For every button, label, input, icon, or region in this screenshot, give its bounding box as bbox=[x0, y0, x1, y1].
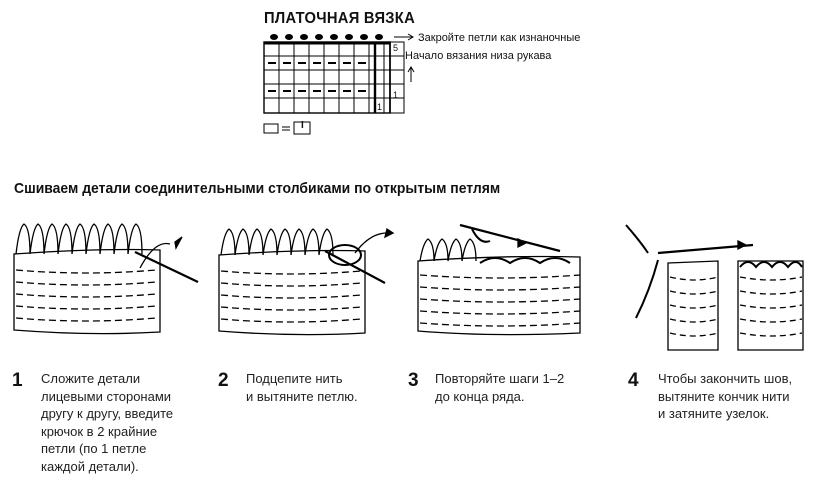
chart-title: ПЛАТОЧНАЯ ВЯЗКА bbox=[264, 10, 415, 27]
step-2-illustration bbox=[218, 227, 395, 336]
step-4-illustration bbox=[625, 224, 804, 351]
purl-symbols bbox=[268, 62, 366, 92]
bind-off-dots bbox=[270, 34, 383, 40]
step-4-text: Чтобы закончить шов, вытяните кончик нит… bbox=[658, 371, 793, 421]
row-label-5: 5 bbox=[393, 43, 399, 53]
start-note: Начало вязания низа рукава bbox=[405, 50, 552, 62]
chart-arrows bbox=[394, 33, 415, 82]
chart-legend bbox=[263, 121, 311, 135]
bind-off-note: Закройте петли как изнаночные bbox=[418, 32, 581, 44]
chart-grid bbox=[263, 41, 405, 114]
garter-stitch-chart bbox=[263, 33, 415, 135]
step-3-number: 3 bbox=[408, 370, 419, 391]
step-3-text: Повторяйте шаги 1–2 до конца ряда. bbox=[435, 371, 565, 404]
step-4-number: 4 bbox=[628, 370, 639, 391]
step-1-illustration bbox=[13, 223, 199, 335]
step-3-illustration bbox=[417, 223, 581, 336]
row-label-1a: 1 bbox=[393, 90, 399, 100]
row-label-1b: 1 bbox=[377, 102, 383, 112]
step-2-number: 2 bbox=[218, 370, 229, 391]
step-1-text: Сложите детали лицевыми сторонами другу … bbox=[41, 371, 174, 474]
section-title: Сшиваем детали соединительными столбикам… bbox=[14, 180, 501, 197]
step-1-number: 1 bbox=[12, 370, 23, 391]
step-2-text: Подцепите нить и вытяните петлю. bbox=[246, 371, 358, 404]
legend-symbol: I bbox=[301, 120, 304, 131]
